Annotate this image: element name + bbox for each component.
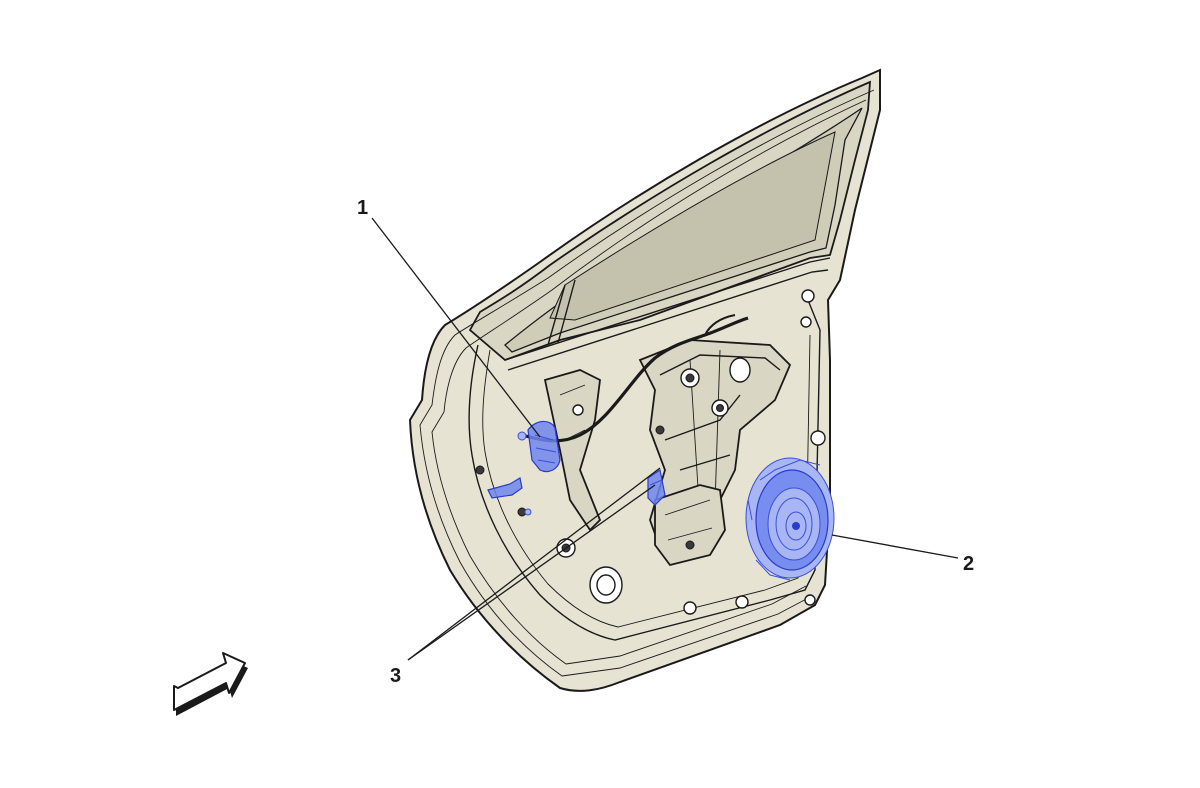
callout-label-3: 3 [390, 665, 401, 687]
door-lock-actuator-part [517, 420, 561, 473]
leader-line-2 [831, 534, 959, 559]
latch-bracket-part [487, 477, 532, 516]
callout-label-2: 2 [963, 553, 974, 575]
door-speaker-part [745, 457, 835, 581]
panel-holes [475, 289, 826, 615]
leader-line-3a [407, 484, 656, 661]
front-direction-arrow-icon [173, 652, 248, 716]
leader-line-1 [371, 217, 541, 438]
leader-lines [371, 217, 959, 661]
door-wiring-connector-part [647, 469, 666, 506]
leader-line-3b [407, 467, 661, 661]
window-regulator [521, 314, 792, 567]
callout-label-1: 1 [357, 197, 368, 219]
